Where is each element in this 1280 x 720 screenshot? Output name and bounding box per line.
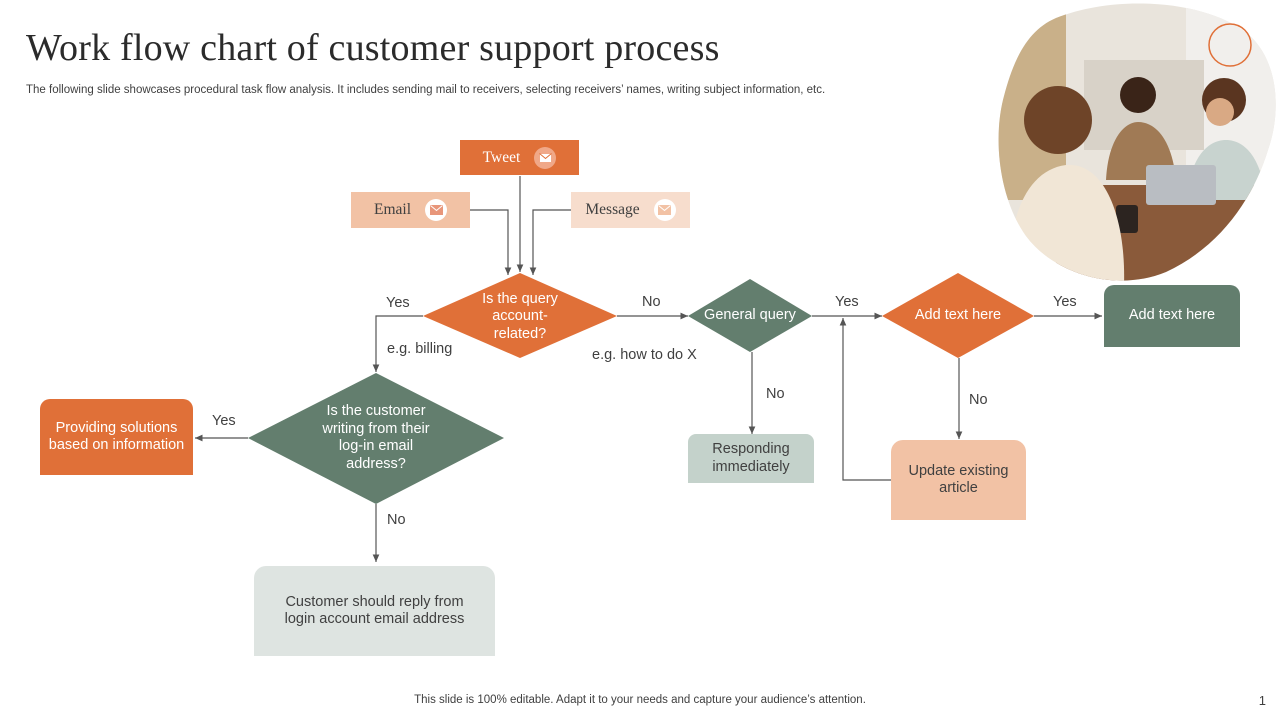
edge-label-eg-how-to: e.g. how to do X bbox=[592, 347, 697, 363]
tweet-source-box: Tweet bbox=[460, 140, 579, 175]
add-text-box: Add text here bbox=[1104, 285, 1240, 347]
envelope-icon bbox=[653, 199, 676, 221]
edge-label-no: No bbox=[969, 392, 988, 408]
query-account-diamond bbox=[423, 273, 617, 358]
edge-label-yes: Yes bbox=[386, 295, 410, 311]
edge-label-yes: Yes bbox=[212, 413, 236, 429]
add-text-diamond-text: Add text here bbox=[914, 307, 1002, 324]
customer-writing-diamond bbox=[248, 373, 504, 504]
team-meeting-photo bbox=[998, 3, 1276, 281]
providing-solutions-box: Providing solutions based on information bbox=[40, 399, 193, 475]
page-number: 1 bbox=[1258, 693, 1266, 708]
customer-reply-box: Customer should reply from login account… bbox=[254, 566, 495, 656]
edge-label-no: No bbox=[766, 386, 785, 402]
general-query-text: General query bbox=[704, 307, 796, 324]
email-label: Email bbox=[373, 201, 412, 219]
general-query-diamond bbox=[688, 279, 812, 352]
edge-label-yes: Yes bbox=[1053, 294, 1077, 310]
edge-update-loop bbox=[839, 318, 891, 481]
customer-writing-text: Is the customer writing from their log-i… bbox=[322, 403, 430, 472]
edge-message-to-query bbox=[529, 209, 571, 275]
query-account-text: Is the query account-related? bbox=[482, 290, 558, 342]
tweet-label: Tweet bbox=[482, 148, 521, 166]
message-source-box: Message bbox=[571, 192, 690, 228]
page-subtitle: The following slide showcases procedural… bbox=[26, 84, 826, 96]
footer-note: This slide is 100% editable. Adapt it to… bbox=[414, 694, 866, 706]
edge-email-to-query bbox=[470, 209, 512, 275]
message-label: Message bbox=[585, 201, 640, 219]
update-article-box: Update existing article bbox=[891, 440, 1026, 520]
envelope-icon bbox=[534, 146, 557, 169]
edge-label-yes: Yes bbox=[835, 294, 859, 310]
edge-query-yes bbox=[372, 315, 423, 372]
add-text-diamond bbox=[882, 273, 1034, 358]
edge-label-no: No bbox=[387, 512, 406, 528]
edge-label-eg-billing: e.g. billing bbox=[387, 341, 453, 357]
edge-label-no: No bbox=[642, 294, 661, 310]
envelope-icon bbox=[425, 199, 448, 221]
page-title: Work flow chart of customer support proc… bbox=[26, 27, 720, 69]
email-source-box: Email bbox=[351, 192, 470, 228]
responding-box: Responding immediately bbox=[688, 434, 814, 483]
